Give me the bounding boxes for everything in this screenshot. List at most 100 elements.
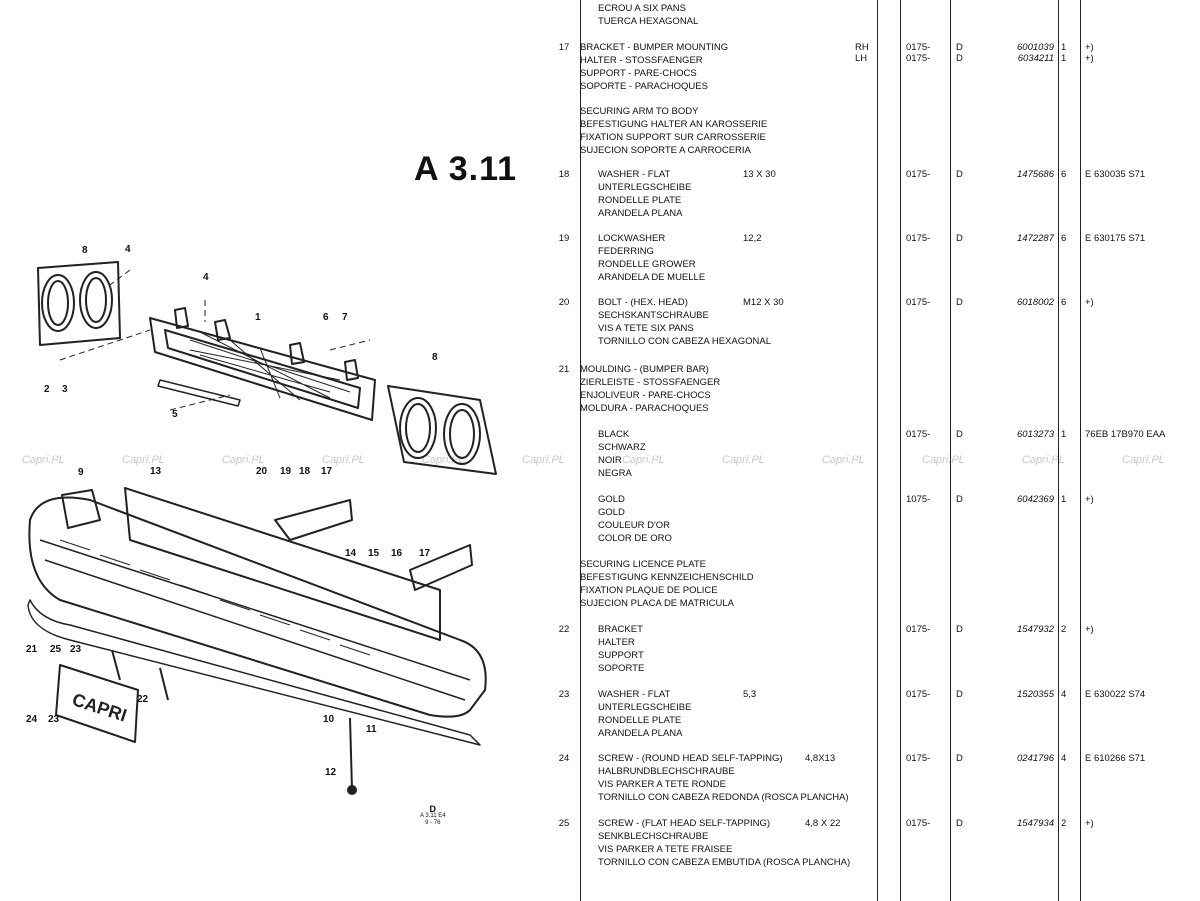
front-bumper (27, 487, 487, 746)
radiator-grille (149, 307, 376, 421)
licence-plate: CAPRI (55, 649, 357, 795)
section-title: A 3.11 (414, 150, 518, 188)
watermark: Capri.PL (622, 454, 665, 466)
description-line: ARANDELA PLANA (598, 208, 683, 219)
item-date: 0175- (906, 297, 931, 308)
callout: 23 (70, 644, 82, 655)
description-line: LOCKWASHER (598, 233, 666, 244)
item-code: D (956, 494, 963, 505)
description-line: RONDELLE PLATE (598, 195, 682, 206)
description-line: SUPPORT (598, 650, 644, 661)
item-code: D (956, 818, 963, 829)
description-line: VIS A TETE SIX PANS (598, 323, 694, 334)
headlamp-surround-left (37, 261, 121, 346)
item-part: 6001039 (1017, 42, 1054, 53)
description-line: SECHSKANTSCHRAUBE (598, 310, 709, 321)
item-size: 12,2 (743, 233, 762, 244)
plate-text: CAPRI (70, 689, 129, 725)
item-qty: 1 (1061, 42, 1067, 53)
description-line: SENKBLECHSCHRAUBE (598, 831, 709, 842)
item-rem: E 610266 S71 (1085, 753, 1146, 764)
description-line: WASHER - FLAT (598, 169, 671, 180)
callout: 17 (321, 466, 333, 477)
description-line: ECROU A SIX PANS (598, 3, 686, 14)
item-part: 1520355 (1017, 689, 1054, 700)
item-number: 22 (558, 624, 570, 635)
description-line: UNTERLEGSCHEIBE (598, 702, 692, 713)
watermark: Capri.PL (822, 454, 865, 466)
callout: 5 (172, 409, 178, 420)
description-line: BOLT - (HEX. HEAD) (598, 297, 688, 308)
callout: 24 (26, 714, 38, 725)
callout: 18 (299, 466, 311, 477)
callout: 2 (44, 384, 50, 395)
item-number: 18 (558, 169, 570, 180)
item-qty: 2 (1061, 624, 1067, 635)
callout: 1 (255, 312, 261, 323)
item-part: 6042369 (1017, 494, 1054, 505)
watermark: Capri.PL (122, 454, 165, 466)
description-line: SUPPORT - PARE-CHOCS (580, 68, 697, 79)
item-number: 24 (558, 753, 570, 764)
callout: 6 (323, 312, 329, 323)
exploded-parts-diagram: CAPRI 8 4 4 1 6 7 2 3 5 8 9 13 20 (26, 244, 497, 795)
watermark: Capri.PL (1022, 454, 1065, 466)
item-qty: 6 (1061, 233, 1067, 244)
item-part: 6013273 (1017, 429, 1054, 440)
table-rule (950, 0, 951, 901)
item-code: D (956, 429, 963, 440)
description-line: BEFESTIGUNG KENNZEICHENSCHILD (580, 572, 754, 583)
callout: 15 (368, 548, 380, 559)
item-number: 25 (558, 818, 570, 829)
description-line: SOPORTE - PARACHOQUES (580, 81, 708, 92)
watermark: Capri.PL (422, 454, 465, 466)
item-date: 0175- (906, 53, 931, 64)
watermark: Capri.PL (322, 454, 365, 466)
description-line: MOULDING - (BUMPER BAR) (580, 364, 709, 375)
item-rem: +) (1085, 53, 1094, 64)
item-part: 1472287 (1017, 233, 1054, 244)
description-line: MOLDURA - PARACHOQUES (580, 403, 709, 414)
watermark: Capri.PL (22, 454, 65, 466)
description-line: SUJECION SOPORTE A CARROCERIA (580, 145, 751, 156)
table-rule (1080, 0, 1081, 901)
item-rem: E 630022 S74 (1085, 689, 1146, 700)
item-size: 5,3 (743, 689, 757, 700)
description-line: SUJECION PLACA DE MATRICULA (580, 598, 734, 609)
description-line: RONDELLE PLATE (598, 715, 682, 726)
callout: 16 (391, 548, 403, 559)
callout: 3 (62, 384, 68, 395)
description-line: TORNILLO CON CABEZA EMBUTIDA (ROSCA PLAN… (598, 857, 851, 868)
item-qty: 1 (1061, 429, 1067, 440)
description-line: VIS PARKER A TETE RONDE (598, 779, 726, 790)
description-line: SCREW - (FLAT HEAD SELF-TAPPING) (598, 818, 771, 829)
callout: 8 (82, 245, 88, 256)
description-line: TORNILLO CON CABEZA REDONDA (ROSCA PLANC… (598, 792, 849, 803)
sheet-reference: D A 3.11 E4 9 - 76 (420, 805, 446, 827)
item-size: 4,8 X 22 (805, 818, 841, 829)
item-part: 0241796 (1017, 753, 1054, 764)
item-rem: 76EB 17B970 EAA (1085, 429, 1166, 440)
sheet-ref-date: 9 - 76 (425, 820, 441, 826)
item-code: D (956, 233, 963, 244)
callout: 23 (48, 714, 60, 725)
callout: 7 (342, 312, 348, 323)
item-date: 0175- (906, 818, 931, 829)
item-rem: +) (1085, 494, 1094, 505)
item-code: D (956, 689, 963, 700)
callout: 4 (203, 272, 209, 283)
item-description: MOULDING - (BUMPER BAR)ZIERLEISTE - STOS… (580, 363, 720, 415)
description-line: TORNILLO CON CABEZA HEXAGONAL (598, 336, 771, 347)
callout: 19 (280, 466, 292, 477)
callout: 17 (419, 548, 431, 559)
item-date: 0175- (906, 233, 931, 244)
callout: 8 (432, 352, 438, 363)
headlamp-surround-right (387, 385, 497, 475)
description-line: GOLD (598, 494, 625, 505)
item-size: M12 X 30 (743, 297, 784, 308)
item-description: SCREW - (ROUND HEAD SELF-TAPPING)HALBRUN… (598, 752, 849, 804)
